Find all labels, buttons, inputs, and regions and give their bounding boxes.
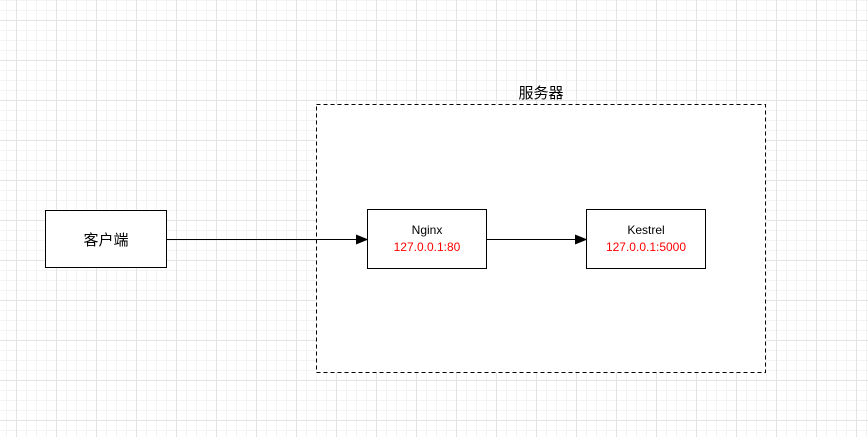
- server-group-label: 服务器: [518, 85, 564, 102]
- client-node[interactable]: 客户端: [45, 210, 167, 268]
- nginx-to-kestrel-arrow[interactable]: [487, 234, 588, 245]
- kestrel-node-title: Kestrel: [627, 223, 665, 237]
- nginx-node-title: Nginx: [411, 223, 443, 237]
- kestrel-node[interactable]: Kestrel 127.0.0.1:5000: [586, 209, 706, 269]
- arrowhead-icon: [356, 234, 369, 245]
- client-node-label: 客户端: [83, 231, 129, 249]
- kestrel-node-address: 127.0.0.1:5000: [605, 240, 687, 254]
- nginx-node-address: 127.0.0.1:80: [393, 240, 461, 254]
- nginx-node[interactable]: Nginx 127.0.0.1:80: [367, 209, 487, 269]
- arrowhead-icon: [575, 234, 588, 245]
- client-to-nginx-arrow[interactable]: [167, 234, 369, 245]
